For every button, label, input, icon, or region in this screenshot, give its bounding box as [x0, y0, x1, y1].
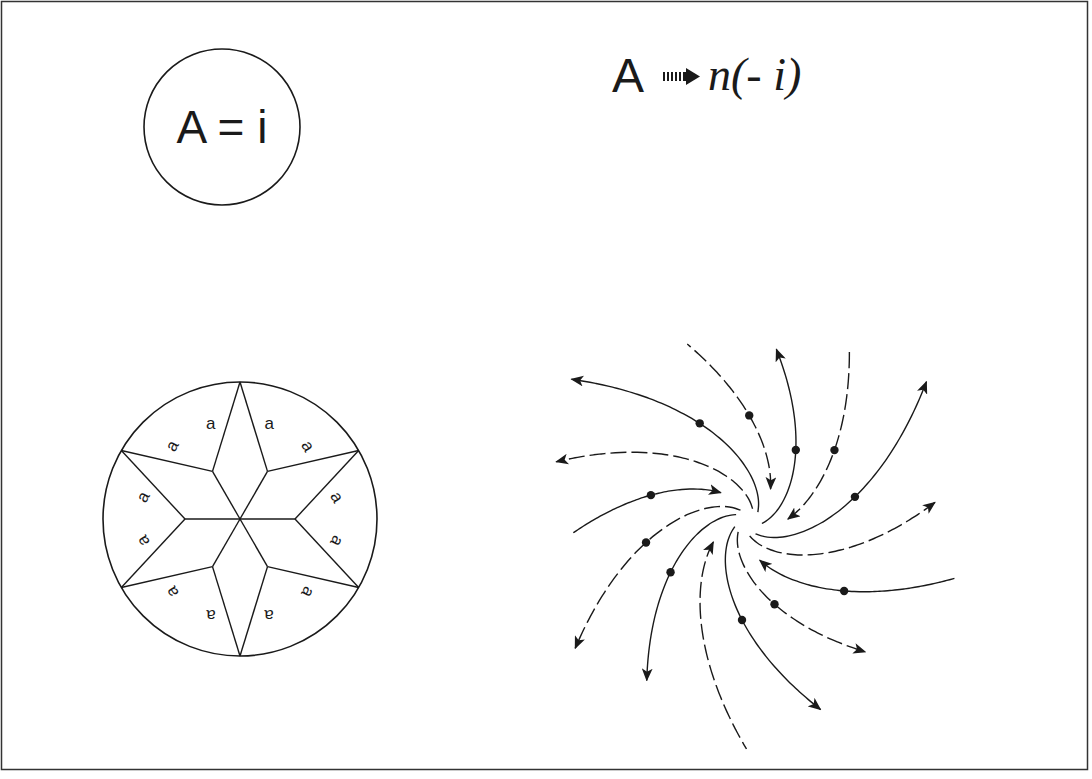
star-arm [121, 451, 212, 472]
atom-letter: a [133, 533, 152, 550]
spiral-arm [725, 527, 820, 710]
star-spoke [185, 518, 240, 519]
particle-dot [830, 446, 838, 454]
striped-arrow-symbol [663, 68, 700, 85]
atom-letter: a [206, 415, 215, 432]
equation-circle: A = i [142, 47, 302, 207]
atom-letter: a [328, 488, 347, 505]
spiral-arm [750, 502, 935, 555]
star-arm [268, 451, 359, 472]
star-spoke [240, 518, 295, 519]
particle-dot [745, 411, 753, 419]
star-arm [213, 382, 241, 471]
spiral-arm [573, 489, 720, 533]
star-arm [121, 451, 185, 520]
particle-dot [695, 419, 703, 427]
formula-text: A [612, 52, 644, 100]
circle-outline [103, 382, 377, 656]
atom-letter: a [162, 438, 181, 455]
star-arm [240, 382, 268, 471]
atom-letter: a [298, 438, 317, 455]
spiral-arm [556, 452, 752, 508]
star-arm [295, 451, 359, 520]
particle-dot [851, 493, 859, 501]
node-outline [101, 380, 379, 658]
spiral-arm [687, 344, 770, 489]
atom-letter: a [298, 584, 317, 601]
spiral-arm [571, 379, 758, 512]
star-crystal-circle: a a a a a a a a a a a a [101, 380, 379, 658]
particle-dot [792, 446, 800, 454]
spiral-arm [760, 560, 955, 592]
particle-dot [770, 600, 778, 608]
star-spoke [240, 471, 268, 519]
atom-letter: a [206, 606, 215, 623]
atom-letter: a [162, 584, 181, 601]
particle-dot [666, 568, 674, 576]
spiral-arm [737, 532, 865, 652]
circle-outline [144, 49, 300, 205]
atom-letter: a [265, 606, 274, 623]
atom-letter: a [133, 488, 152, 505]
star-arm [295, 519, 359, 588]
equation-text: A = i [177, 104, 268, 150]
star-spoke [240, 519, 268, 567]
star-spoke [213, 519, 241, 567]
atom-letter: a [265, 415, 274, 432]
particle-dot [647, 491, 655, 499]
spiral-flow [556, 344, 954, 749]
spiral-arm [575, 506, 740, 648]
formula-text: n(- i) [708, 52, 801, 98]
star-arm [240, 567, 268, 656]
spiral-arm [647, 515, 736, 681]
spiral-arm [762, 349, 796, 523]
spiral-arm [700, 542, 746, 749]
particle-dot [642, 538, 650, 546]
spiral-arm [788, 348, 849, 519]
star-arm [121, 519, 185, 588]
star-arm [121, 567, 212, 588]
atom-letter: a [328, 533, 347, 550]
star-arm [268, 567, 359, 588]
particle-dot [840, 587, 848, 595]
star-lines [121, 382, 358, 656]
particle-dot [738, 616, 746, 624]
star-arm [213, 567, 241, 656]
star-spoke [213, 471, 241, 519]
spiral-arm [756, 382, 927, 538]
